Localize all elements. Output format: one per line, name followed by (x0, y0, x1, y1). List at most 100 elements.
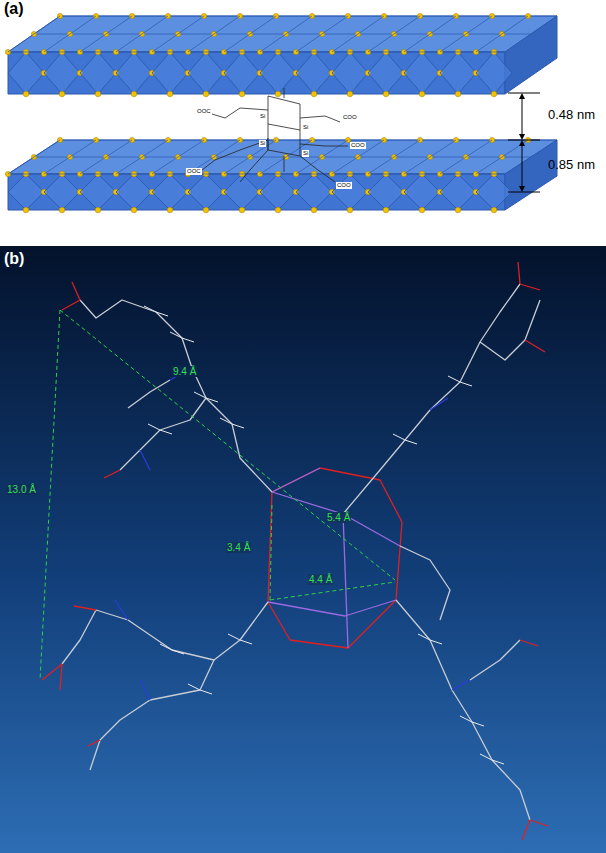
distance-label: 4.4 Å (308, 574, 333, 585)
bond-stick (530, 820, 548, 826)
atom-label: COO (336, 182, 352, 189)
oxygen-dot (167, 207, 173, 213)
oxygen-dot (239, 207, 245, 213)
distance-line (40, 310, 60, 680)
oxygen-dot (59, 207, 65, 213)
bond-stick (400, 546, 450, 620)
hydrogen-stick (430, 640, 442, 644)
octahedron (152, 52, 188, 94)
distance-label: 13.0 Å (6, 484, 37, 495)
distance-lines (40, 310, 395, 680)
bond-stick (520, 284, 540, 290)
bond-stick (60, 664, 62, 690)
oxygen-dot (23, 91, 29, 97)
bond-line (284, 88, 285, 98)
oxygen-dot (167, 91, 173, 97)
hydrogen-stick (194, 392, 206, 398)
bond-line (300, 144, 348, 146)
atom-label: COO (342, 114, 358, 121)
distance-label: 9.4 Å (172, 366, 197, 377)
hydrogen-stick (188, 684, 200, 690)
slab-side (505, 140, 557, 210)
oxygen-dot (237, 13, 242, 18)
oxygen-dot (419, 207, 425, 213)
arrowhead (519, 140, 525, 146)
hydrogen-stick (220, 418, 232, 424)
bond-stick (80, 300, 272, 492)
octahedron (8, 174, 44, 210)
bond-stick (140, 680, 150, 700)
atom-label: Si (259, 113, 266, 120)
hydrogen-stick (492, 760, 504, 764)
oxygen-dot (381, 13, 386, 18)
hydrogen-stick (448, 376, 460, 382)
hydrogen-stick (182, 338, 194, 342)
hydrogen-stick (393, 434, 405, 440)
atom-label: Si (302, 124, 309, 131)
oxygen-dot (419, 91, 425, 97)
octahedron (476, 174, 512, 210)
hydrogen-stick (156, 312, 168, 316)
bond-stick (522, 820, 530, 840)
bond-stick (90, 660, 214, 770)
bond-stick (525, 340, 545, 352)
oxygen-dot (525, 13, 530, 18)
oxygen-dot (309, 13, 314, 18)
bond-stick (115, 600, 128, 620)
bond-stick (120, 398, 206, 470)
oxygen-dot (311, 207, 317, 213)
bond-stick (62, 602, 268, 664)
atom-label: OOC (186, 168, 202, 175)
bond-stick (470, 640, 520, 680)
hydrogen-stick (172, 650, 184, 654)
oxygen-dot (131, 207, 137, 213)
oxygen-dot (165, 13, 170, 18)
slab-front (8, 174, 505, 210)
oxygen-dot (203, 91, 209, 97)
hydrogen-stick (228, 634, 240, 640)
bond-stick (268, 600, 396, 616)
octahedron (44, 52, 80, 94)
bond-stick (88, 740, 100, 746)
oxygen-dot (347, 207, 353, 213)
slab-side (505, 16, 557, 94)
hydrogen-stick (232, 424, 244, 428)
octahedron (8, 52, 44, 94)
bond-stick (452, 680, 470, 690)
octahedron (188, 174, 224, 210)
dimension-marks (508, 93, 540, 192)
stick-model (42, 262, 548, 840)
oxygen-dot (417, 13, 422, 18)
panel-label: (b) (4, 250, 24, 268)
octahedron (296, 174, 332, 210)
hydrogen-stick (460, 716, 472, 722)
oxygen-dot (275, 207, 281, 213)
bond-line (268, 96, 300, 130)
oxygen-dot (273, 13, 278, 18)
oxygen-dot (489, 13, 494, 18)
oxygen-dot (239, 91, 245, 97)
octahedron (116, 52, 152, 94)
bond-line (284, 156, 285, 172)
grid-line (476, 140, 528, 174)
arrowhead (519, 134, 525, 140)
atom-label: Si (302, 150, 309, 157)
octahedron (80, 52, 116, 94)
hydrogen-stick (405, 440, 417, 444)
octahedron (80, 174, 116, 210)
dimension-tick (508, 140, 540, 141)
panel-label: (a) (4, 0, 24, 18)
hydrogen-stick (160, 644, 172, 650)
panel-a-ground (0, 0, 606, 240)
octahedron (44, 174, 80, 210)
slab-front (8, 52, 505, 94)
octahedron (332, 52, 368, 94)
bond-stick (42, 664, 62, 680)
distance-label: 3.4 Å (226, 542, 251, 553)
octahedron (440, 174, 476, 210)
octahedron (188, 52, 224, 94)
layer-slabs (5, 13, 557, 212)
bond-stick (520, 640, 538, 646)
oxygen-dot (59, 91, 65, 97)
